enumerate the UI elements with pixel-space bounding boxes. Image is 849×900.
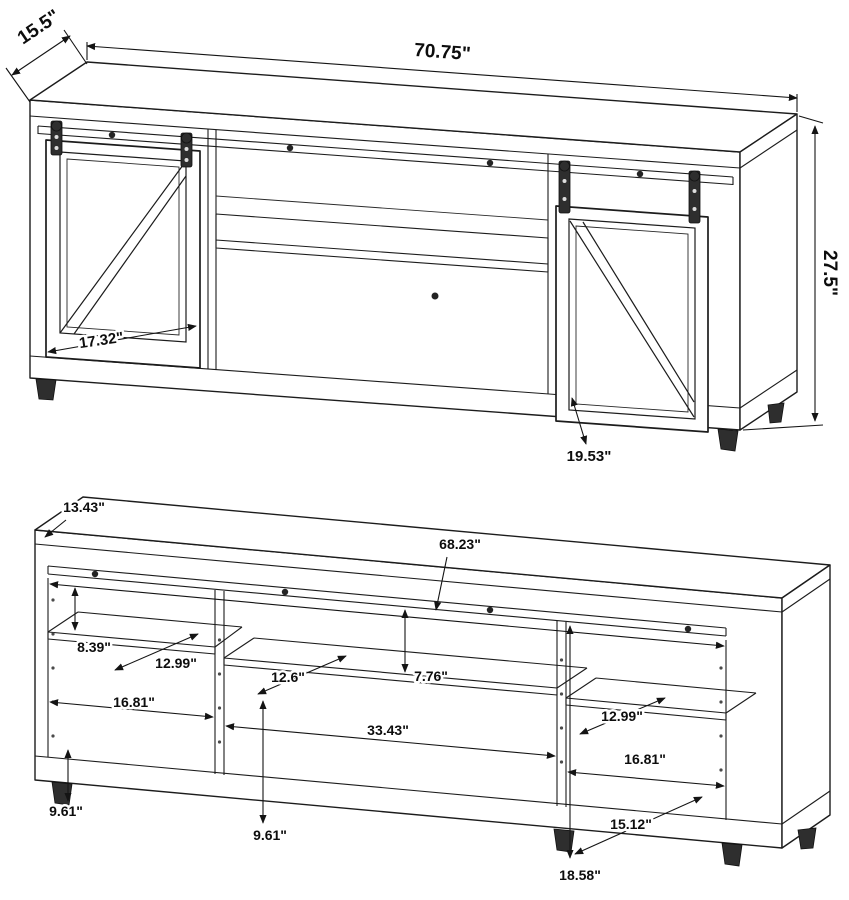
foot	[717, 428, 739, 452]
dim-right-section-width: 16.81"	[567, 749, 725, 789]
door-hangers	[50, 120, 701, 224]
dim-center-shelf-depth: 12.6"	[257, 655, 347, 695]
left-shelf-height-label: 8.39"	[77, 639, 111, 655]
door-diagonal-brace	[59, 160, 187, 335]
dim-left-shelf-depth: 12.99"	[114, 633, 199, 674]
dim-right-shelf-depth: 12.99"	[579, 697, 666, 735]
foot	[51, 781, 73, 806]
interior-width-label: 68.23"	[439, 536, 481, 552]
hanger-strap	[50, 120, 63, 156]
foot	[797, 827, 817, 850]
foot	[767, 402, 785, 424]
rail-bolt	[108, 131, 116, 139]
roller-wheel	[51, 120, 62, 132]
foot	[721, 842, 743, 867]
foot	[35, 378, 57, 401]
left-base-height-label: 9.61"	[49, 803, 83, 819]
middle-shelf	[215, 213, 549, 273]
interior-side-walls	[47, 578, 727, 820]
left-section-width-label: 16.81"	[113, 694, 155, 710]
feet	[35, 378, 785, 452]
dim-center-section-width: 33.43"	[225, 720, 556, 759]
top-board-edge	[29, 115, 798, 169]
top-depth-label: 13.43"	[63, 499, 105, 515]
dim-left-section-width: 16.81"	[49, 692, 214, 720]
door-diagonal-brace	[569, 220, 695, 418]
back-rail-edge	[215, 195, 549, 221]
right-compartment-depth-label: 15.12"	[610, 816, 652, 832]
rail-bolt	[684, 625, 692, 633]
dim-interior-width: 68.23"	[49, 534, 725, 649]
rail-bolt	[91, 570, 99, 578]
rail-bolt	[486, 159, 494, 167]
right-section-width-label: 16.81"	[624, 751, 666, 767]
door-height-label: 19.53"	[567, 448, 612, 465]
hanger-strap	[180, 132, 193, 168]
roller-wheel	[689, 170, 700, 182]
dim-overall-height: 27.5"	[742, 115, 843, 431]
left-shelf-depth-label: 12.99"	[155, 655, 197, 671]
center-shelf-height-label: 7.76"	[414, 668, 448, 684]
overall-width-label: 70.75"	[413, 40, 471, 65]
dim-left-shelf-height: 8.39"	[71, 587, 113, 658]
overall-height-label: 27.5"	[819, 250, 840, 296]
hanger-strap	[558, 160, 571, 214]
center-shelf-depth-label: 12.6"	[271, 669, 305, 685]
center-section-width-label: 33.43"	[367, 722, 409, 738]
dim-top-depth: 13.43"	[44, 497, 107, 538]
dim-right-compartment-depth: 15.12"	[574, 796, 703, 855]
dim-center-shelf-height: 7.76"	[401, 609, 450, 687]
rail-bolt	[281, 588, 289, 596]
foot	[553, 828, 575, 853]
roller-wheel	[559, 160, 570, 172]
sliding-rail	[37, 125, 734, 186]
roller-wheel	[181, 132, 192, 144]
hanger-strap	[688, 170, 701, 224]
cable-grommet	[431, 292, 439, 300]
interior-view: 13.43" 68.23" 8.39" 12.99" 12.6" 7.76" 1…	[34, 496, 831, 886]
rail-bolt	[486, 606, 494, 614]
dim-left-base-height: 9.61"	[47, 749, 85, 822]
center-base-height-label: 9.61"	[253, 827, 287, 843]
rail-bolt	[286, 144, 294, 152]
dim-center-base-height: 9.61"	[251, 700, 289, 846]
dim-right-section-height: 18.58"	[557, 625, 603, 886]
cabinet-right-face	[781, 564, 831, 849]
rail-bolt	[636, 170, 644, 178]
interior-dividers	[207, 129, 549, 394]
right-shelf-depth-label: 12.99"	[601, 708, 643, 724]
left-barn-door	[45, 139, 201, 369]
exterior-view: 70.75" 15.5" 27.5" 17.32" 19.53"	[5, 3, 843, 468]
right-section-height-label: 18.58"	[559, 867, 601, 883]
cabinet-right-face	[739, 113, 798, 431]
dim-door-height: 19.53"	[564, 397, 614, 468]
interior-dividers	[214, 590, 567, 807]
right-barn-door	[555, 205, 709, 433]
overall-depth-label: 15.5"	[14, 6, 64, 49]
